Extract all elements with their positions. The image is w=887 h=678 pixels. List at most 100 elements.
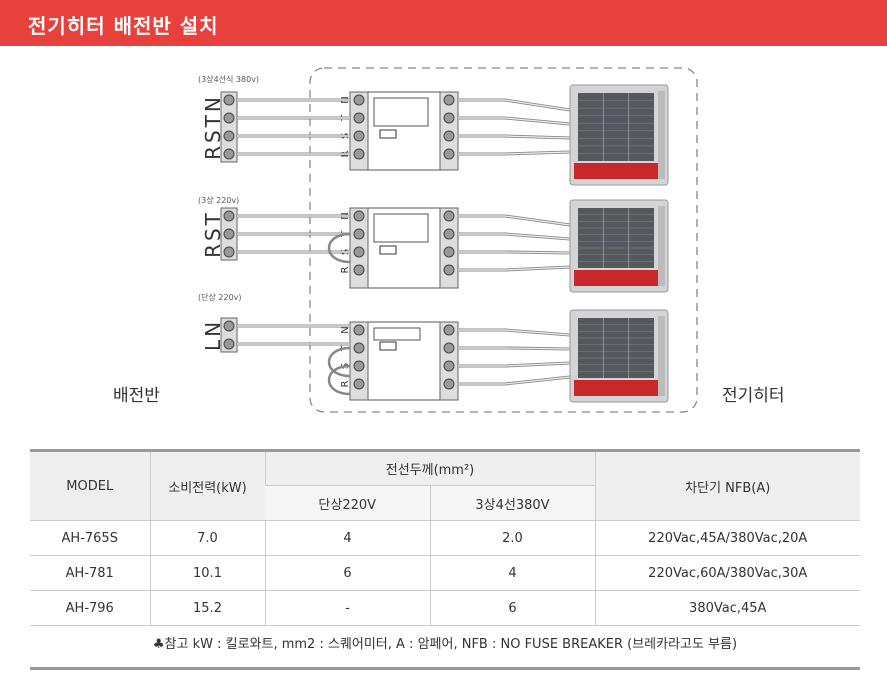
header-breaker: 차단기 NFB(A) [594,449,860,521]
breaker-window [373,97,429,127]
screw-icon [443,378,455,390]
heater-side-panel [658,91,665,179]
heater-red-panel [574,270,658,286]
heater-side-panel [658,316,665,396]
cell-single: 4 [264,520,430,556]
title-bar: 전기히터 배전반 설치 [0,0,887,46]
supply-label: (3상 220v) [198,195,239,205]
spec-table: MODEL 소비전력(kW) 전선두께(mm²) 차단기 NFB(A) 단상22… [30,449,860,626]
screw-icon [353,148,365,160]
jumper-wire [327,346,351,378]
screw-icon [223,320,235,332]
screw-icon [223,112,235,124]
supply-label: (단상 220v) [198,292,242,302]
heater-red-panel [574,163,658,179]
cell-three: 4 [429,555,595,591]
screw-icon [443,148,455,160]
header-power: 소비전력(kW) [149,449,265,521]
terminal-letter: R [340,266,351,273]
heater [569,199,669,293]
breaker-window [373,213,429,243]
dashed-boundary [309,67,698,413]
terminal-letter: R [340,380,351,387]
output-wire-core [458,99,571,111]
screw-icon [353,112,365,124]
screw-icon [443,112,455,124]
output-wire-core [458,233,571,240]
screw-icon [443,246,455,258]
screw-icon [443,264,455,276]
reference-note: ♣참고 kW : 킬로와트, mm2 : 스퀘어미터, A : 암페어, NFB… [152,637,738,652]
screw-icon [223,130,235,142]
screw-icon [443,94,455,106]
screw-icon [353,246,365,258]
screw-icon [353,324,365,336]
header-wire-three: 3상4선380V [429,485,595,521]
screw-icon [443,228,455,240]
cell-single: - [264,590,430,626]
cell-model: AH-781 [30,555,150,591]
cell-nfb: 220Vac,60A/380Vac,30A [594,555,860,591]
cell-three: 6 [429,590,595,626]
cell-nfb: 220Vac,45A/380Vac,20A [594,520,860,556]
output-wire-core [458,362,571,367]
cell-nfb: 380Vac,45A [594,590,860,626]
screw-icon [443,342,455,354]
header-wire: 전선두께(mm²) [264,449,595,486]
breaker-switch-icon [379,245,397,255]
heater-grille [578,93,654,161]
panel-label: 배전반 [113,386,160,406]
screw-icon [353,378,365,390]
header-model: MODEL [30,449,150,521]
table-row: AH-781 10.1 6 4 220Vac,60A/380Vac,30A [30,555,860,591]
output-wire-core [458,215,571,226]
cell-power: 7.0 [149,520,265,556]
cell-power: 10.1 [149,555,265,591]
screw-icon [443,360,455,372]
jumper-wire [327,232,351,264]
supply-label: (3상4선식 380v) [198,74,259,84]
screw-icon [443,130,455,142]
divider [30,667,860,670]
screw-icon [353,228,365,240]
screw-icon [443,210,455,222]
screw-icon [223,338,235,350]
cell-single: 6 [264,555,430,591]
heater-grille [578,208,654,268]
cell-model: AH-765S [30,520,150,556]
jumper-wire [327,364,351,396]
cell-power: 15.2 [149,590,265,626]
screw-icon [223,246,235,258]
terminal-block [220,91,238,163]
terminal-letter: N [340,326,351,333]
cell-three: 2.0 [429,520,595,556]
heater-label: 전기히터 [722,386,785,406]
screw-icon [443,324,455,336]
output-wire-core [458,135,571,139]
screw-icon [223,94,235,106]
output-wire-core [458,266,571,271]
cell-model: AH-796 [30,590,150,626]
output-wire-core [458,347,571,350]
output-wire-core [458,376,571,385]
screw-icon [353,360,365,372]
screw-icon [353,94,365,106]
heater [569,84,669,186]
heater [569,309,669,403]
screw-icon [223,210,235,222]
page-title: 전기히터 배전반 설치 [28,14,219,38]
screw-icon [223,228,235,240]
screw-icon [353,130,365,142]
heater-grille [578,318,654,378]
screw-icon [353,264,365,276]
table-row: AH-765S 7.0 4 2.0 220Vac,45A/380Vac,20A [30,520,860,556]
screw-icon [223,148,235,160]
table-row: AH-796 15.2 - 6 380Vac,45A [30,590,860,626]
screw-icon [353,342,365,354]
output-wire-core [458,151,571,155]
breaker-switch-icon [379,129,397,139]
